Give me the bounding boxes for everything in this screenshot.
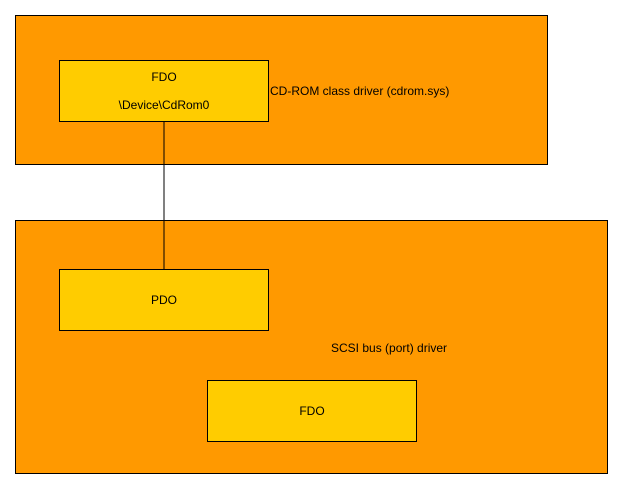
scsi-fdo-node: FDO <box>207 380 417 442</box>
scsi-pdo-type: PDO <box>150 293 177 307</box>
cdrom-class-driver-label: CD-ROM class driver (cdrom.sys) <box>270 84 450 98</box>
cdrom-fdo-node: FDO \Device\CdRom0 <box>59 60 269 122</box>
cdrom-fdo-type: FDO <box>151 70 177 84</box>
scsi-pdo-node: PDO <box>59 269 269 331</box>
scsi-fdo-type: FDO <box>299 404 325 418</box>
scsi-port-driver-label: SCSI bus (port) driver <box>331 341 448 355</box>
cdrom-fdo-device-name: \Device\CdRom0 <box>118 98 210 112</box>
